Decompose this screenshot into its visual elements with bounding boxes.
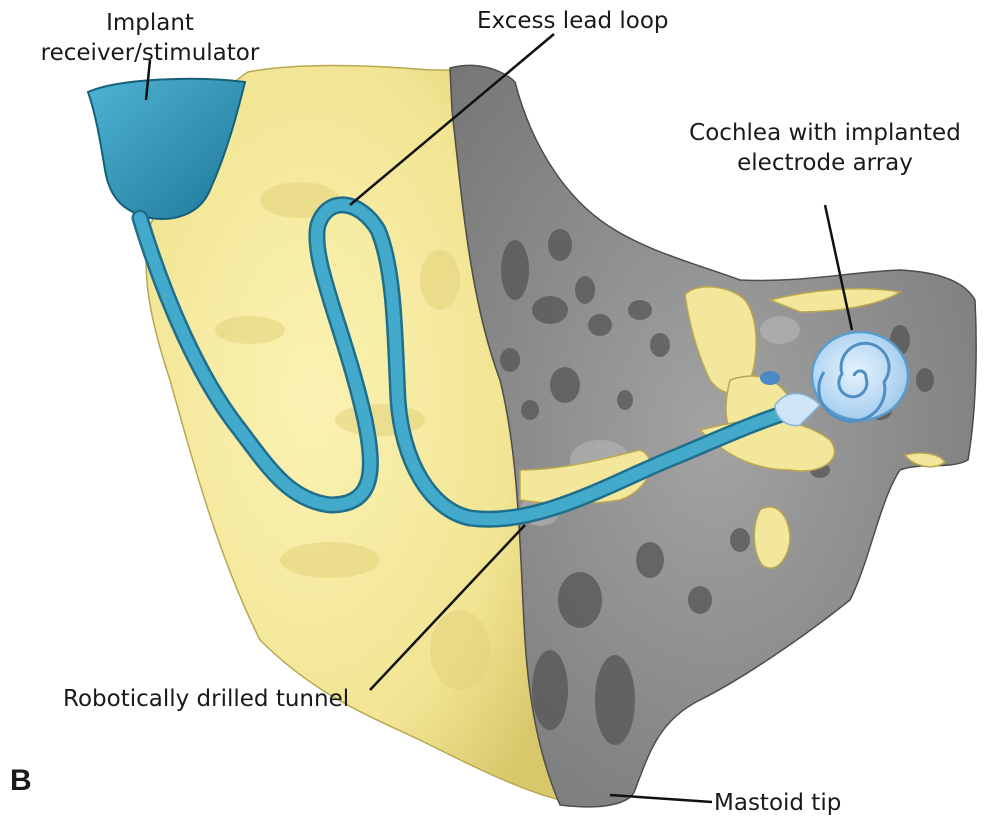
excess-lead-loop-label: Excess lead loop [477, 6, 669, 36]
cochlea-label: Cochlea with implanted electrode array [665, 118, 985, 178]
implant-label-line-1: Implant [0, 8, 300, 38]
cochlea-label-line-1: Cochlea with implanted [665, 118, 985, 148]
cochlea-label-line-2: electrode array [665, 148, 985, 178]
mastoid-tip-label: Mastoid tip [714, 788, 841, 818]
tunnel-label: Robotically drilled tunnel [63, 684, 349, 714]
implant-label-line-2: receiver/stimulator [0, 38, 300, 68]
panel-letter: B [10, 766, 32, 796]
implant-label: Implant receiver/stimulator [0, 8, 300, 68]
